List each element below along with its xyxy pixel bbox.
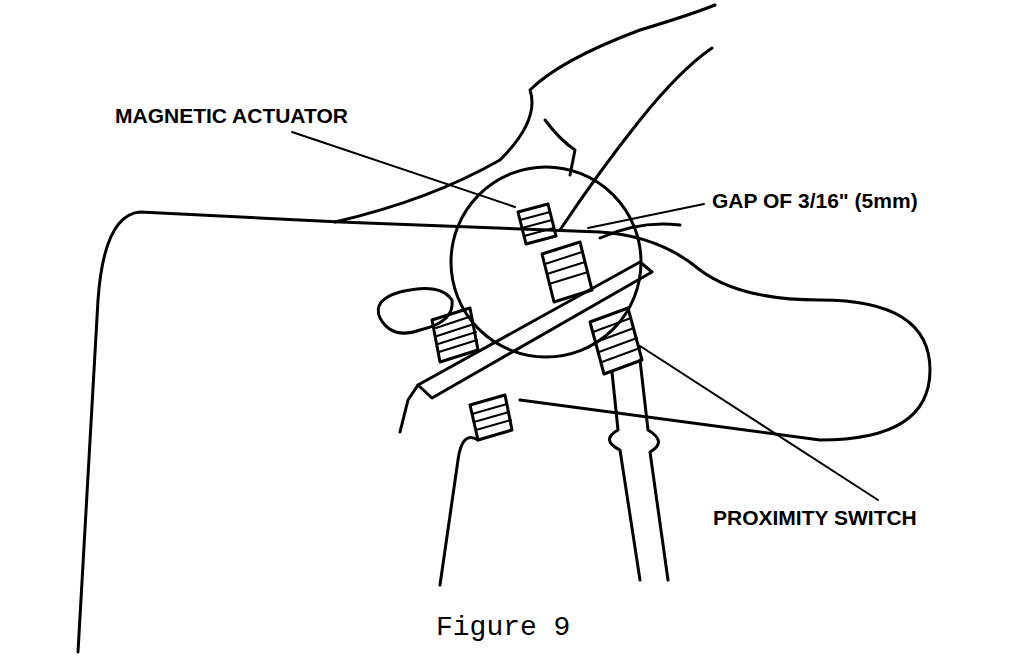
bolt <box>470 395 512 440</box>
mounting-bracket <box>418 262 652 398</box>
leader-line <box>640 346 878 500</box>
proximity-switch-body <box>590 308 642 374</box>
switch-cable <box>609 360 668 580</box>
frame-stem <box>440 438 478 586</box>
leader-line <box>588 204 704 228</box>
frame-outline <box>78 212 930 652</box>
bolt-thread <box>472 404 511 430</box>
switch-thread <box>593 318 640 362</box>
leader-line <box>292 132 515 207</box>
part-label: PROXIMITY SWITCH <box>713 505 917 531</box>
magnetic-actuator <box>518 204 556 244</box>
dimension-label: GAP OF 3/16" (5mm) <box>712 188 918 214</box>
bolt <box>432 308 478 362</box>
lever-outline <box>560 48 712 230</box>
actuator-thread <box>520 212 554 236</box>
part-label: MAGNETIC ACTUATOR <box>115 103 348 129</box>
bracket-edge <box>400 385 418 432</box>
figure-caption: Figure 9 <box>436 612 570 644</box>
lever-detail <box>600 224 680 238</box>
bolt-thread <box>436 316 477 352</box>
lever-outline <box>335 5 715 222</box>
switch-thread <box>545 252 588 284</box>
switch-nut <box>542 242 592 302</box>
